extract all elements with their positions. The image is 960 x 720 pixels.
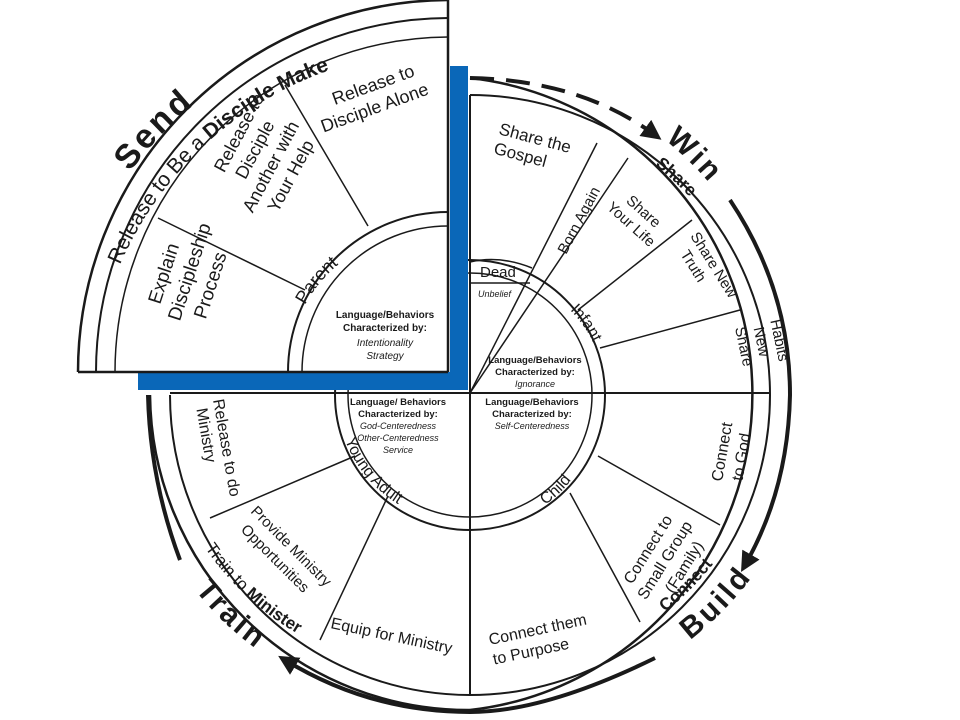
train-equip: Equip for Ministry (329, 615, 453, 657)
stage-dead: Dead (480, 264, 516, 281)
train-characterized: Language/ Behaviors Characterized by: Go… (350, 397, 446, 455)
train-release-ministry: Release to do Ministry (192, 398, 243, 498)
main-wheel (148, 76, 772, 712)
svg-text:Strategy: Strategy (366, 351, 404, 362)
share-gospel: Share the Gospel (492, 120, 573, 172)
svg-text:Characterized by:: Characterized by: (492, 409, 572, 420)
svg-text:New: New (750, 325, 773, 358)
share-new-truth: Share New Truth (677, 229, 741, 301)
svg-text:God-Centeredness: God-Centeredness (360, 421, 437, 431)
svg-text:Language/Behaviors: Language/Behaviors (485, 397, 578, 408)
infant-characterized: Language/Behaviors Characterized by: Ign… (488, 355, 581, 389)
svg-text:Ignorance: Ignorance (515, 379, 555, 389)
svg-text:Characterized by:: Characterized by: (343, 323, 427, 334)
connect-to-purpose: Connect them to Purpose (487, 612, 588, 669)
share-your-life: Share Your Life (603, 192, 664, 251)
svg-text:Characterized by:: Characterized by: (358, 409, 438, 420)
svg-text:Self-Centeredness: Self-Centeredness (495, 421, 570, 431)
svg-text:Intentionality: Intentionality (357, 338, 414, 349)
stage-child: Child (537, 472, 574, 509)
send-characterized: Language/Behaviors Characterized by: Int… (336, 310, 435, 362)
svg-text:Other-Centeredness: Other-Centeredness (357, 433, 439, 443)
dead-note: Unbelief (478, 289, 513, 299)
connect-to-god: Connect to God (709, 421, 754, 483)
share-new-habits: Share New Habits (731, 318, 792, 368)
send-quadrant-panel (75, 0, 468, 390)
svg-text:Language/Behaviors: Language/Behaviors (336, 310, 435, 321)
svg-text:Characterized by:: Characterized by: (495, 367, 575, 378)
stage-infant: Infant (567, 301, 605, 345)
svg-text:Language/Behaviors: Language/Behaviors (488, 355, 581, 366)
svg-text:Service: Service (383, 445, 413, 455)
svg-text:Language/ Behaviors: Language/ Behaviors (350, 397, 446, 408)
share-born-again: Born Again (555, 184, 604, 257)
connect-characterized: Language/Behaviors Characterized by: Sel… (485, 397, 578, 431)
